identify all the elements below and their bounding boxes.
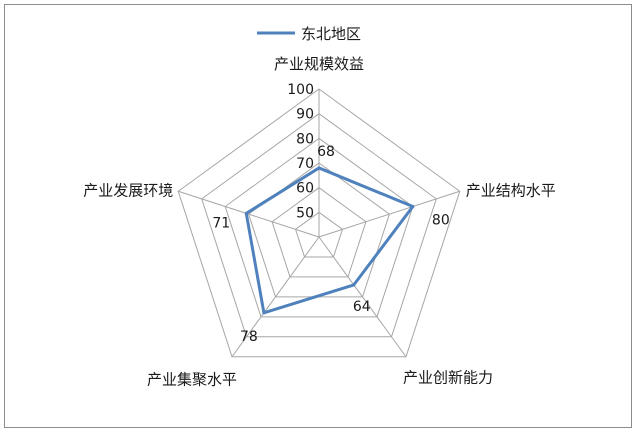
series-layer — [244, 166, 415, 315]
grid-ring — [224, 137, 414, 318]
data-point — [262, 311, 266, 315]
tick-label: 60 — [296, 181, 314, 197]
category-label: 产业规模效益 — [274, 55, 364, 73]
tick-label: 70 — [296, 156, 314, 172]
series-line — [244, 166, 415, 315]
spoke — [318, 236, 407, 358]
tick-label: 100 — [287, 82, 314, 98]
category-label: 产业发展环境 — [83, 181, 173, 199]
tick-labels: 50 60 70 80 90 100 — [287, 82, 314, 221]
data-label: 64 — [353, 299, 371, 315]
data-label: 80 — [432, 213, 450, 229]
spoke — [318, 190, 460, 238]
legend: 东北地区 — [257, 25, 361, 43]
category-label: 产业结构水平 — [466, 181, 556, 199]
legend-entry: 东北地区 — [301, 25, 361, 43]
spoke — [231, 236, 320, 358]
data-point — [317, 166, 321, 170]
grid-ring — [177, 88, 461, 358]
tick-label: 80 — [296, 131, 314, 147]
data-point — [352, 283, 356, 287]
data-point — [411, 205, 415, 209]
data-label: 71 — [212, 215, 230, 231]
grid-ring — [201, 113, 437, 338]
tick-label: 90 — [296, 107, 314, 123]
grid-ring — [271, 187, 367, 278]
data-point — [244, 211, 248, 215]
radar-grid — [177, 88, 461, 358]
data-labels: 68 80 64 78 71 — [212, 144, 449, 345]
category-label: 产业集聚水平 — [147, 371, 237, 389]
category-label: 产业创新能力 — [403, 369, 493, 387]
grid-ring — [294, 211, 344, 258]
chart-frame — [4, 4, 632, 428]
tick-label: 50 — [296, 205, 314, 221]
radar-spokes — [178, 89, 460, 358]
data-label: 78 — [240, 329, 258, 345]
spoke — [178, 190, 320, 238]
data-label: 68 — [317, 144, 335, 160]
